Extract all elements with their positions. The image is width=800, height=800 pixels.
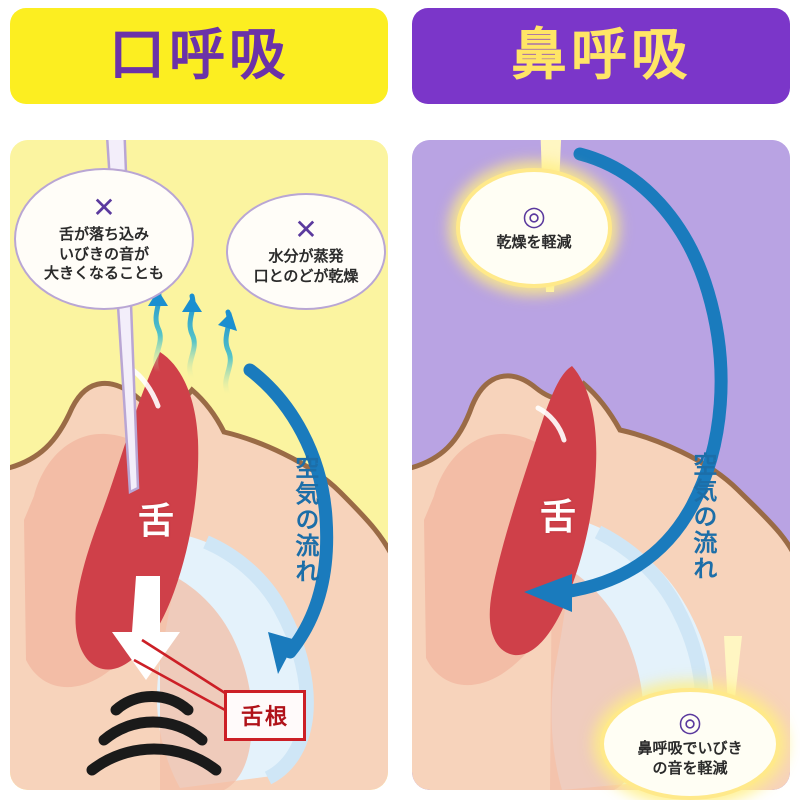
tongue-shape bbox=[75, 352, 199, 670]
tongue-label-right: 舌 bbox=[540, 497, 578, 538]
header-nose-breathing: 鼻呼吸 bbox=[412, 8, 790, 104]
bubble-less-snoring: ◎ 鼻呼吸でいびき の音を軽減 bbox=[600, 688, 780, 800]
header-mouth-breathing-title: 口呼吸 bbox=[109, 23, 289, 88]
tongue-label-left: 舌 bbox=[138, 501, 176, 542]
bubble-less-dryness-text: 乾燥を軽減 bbox=[496, 233, 572, 252]
bubble-less-snoring-text: 鼻呼吸でいびき の音を軽減 bbox=[637, 739, 743, 777]
airflow-arrow-nose bbox=[524, 147, 728, 612]
bubble-dry-mouth-text: 水分が蒸発 口とのどが乾燥 bbox=[253, 247, 359, 285]
double-circle-icon: ◎ bbox=[678, 707, 702, 739]
airway-wall bbox=[203, 535, 314, 785]
airflow-label-right: 空気の流れ bbox=[688, 452, 717, 582]
cross-mark-icon: ✕ bbox=[294, 213, 318, 247]
airflow-label-left: 空気の流れ bbox=[290, 455, 319, 585]
bubble-tongue-drop-text: 舌が落ち込み いびきの音が 大きくなることも bbox=[43, 224, 164, 283]
cross-mark-icon: ✕ bbox=[92, 190, 116, 224]
bubble-tongue-drop: ✕ 舌が落ち込み いびきの音が 大きくなることも bbox=[14, 168, 194, 310]
bubble-less-dryness: ◎ 乾燥を軽減 bbox=[456, 168, 612, 288]
bubble-dry-mouth: ✕ 水分が蒸発 口とのどが乾燥 bbox=[226, 193, 386, 310]
tongue-base-callout-lines bbox=[133, 638, 237, 718]
snore-waves bbox=[86, 691, 222, 776]
airflow-arrow-mouth bbox=[243, 363, 334, 674]
evaporation-arrows bbox=[148, 287, 237, 397]
tongue-highlight bbox=[535, 405, 567, 443]
header-mouth-breathing: 口呼吸 bbox=[10, 8, 388, 104]
tongue-base-callout: 舌根 bbox=[224, 690, 307, 741]
bubble-tail-snore bbox=[724, 636, 742, 706]
header-nose-breathing-title: 鼻呼吸 bbox=[511, 23, 691, 88]
double-circle-icon: ◎ bbox=[522, 201, 546, 233]
